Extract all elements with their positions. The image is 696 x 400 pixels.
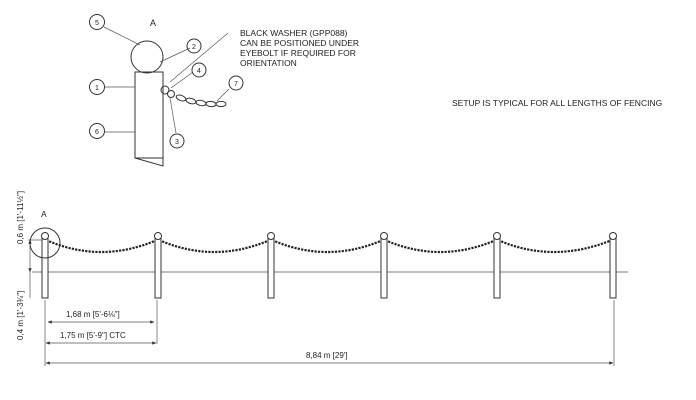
- detail-a: A 5 2 4 1: [89, 14, 359, 167]
- callout-bubble-7: [228, 75, 244, 91]
- detail-post-bottom: [134, 157, 164, 167]
- fence-post: [41, 232, 49, 299]
- callout-bubble-1: [89, 79, 105, 95]
- fence-post: [154, 232, 162, 299]
- callout-5: 5: [95, 20, 99, 27]
- callout-7: 7: [234, 81, 238, 88]
- fence-post: [267, 232, 275, 299]
- fence-post: [493, 232, 501, 299]
- detail-post: [134, 71, 164, 159]
- callout-bubble-6: [89, 123, 105, 139]
- height-dim: 0,6 m [1'-11½"]: [16, 191, 25, 244]
- posts: [41, 232, 617, 299]
- ctc-dim: 1,75 m [5'-9"] CTC: [60, 331, 126, 340]
- ground-dim: 0,4 m [1'-3¾"]: [16, 291, 25, 340]
- total-dim: 8,84 m [29']: [306, 351, 348, 360]
- washer-note-line-3: EYEBOLT IF REQUIRED FOR: [240, 48, 356, 58]
- setup-note: SETUP IS TYPICAL FOR ALL LENGTHS OF FENC…: [452, 98, 662, 108]
- chain-segments: [45, 238, 613, 254]
- callout-bubble-4: [191, 62, 207, 78]
- callout-2: 2: [192, 44, 196, 51]
- callout-bubble-5: [89, 14, 105, 30]
- detail-view-label: A: [150, 18, 156, 28]
- detail-post-cap: [130, 40, 164, 74]
- detail-washer: [160, 85, 170, 95]
- callout-6: 6: [95, 129, 99, 136]
- chain-segment-1: [45, 238, 158, 254]
- washer-note: BLACK WASHER (GPP088) CAN BE POSITIONED …: [240, 28, 359, 68]
- clear-span-dim: 1,68 m [5'-6⅛"]: [66, 310, 120, 319]
- fence-post: [609, 232, 617, 299]
- callout-4: 4: [197, 68, 201, 75]
- chain-segment-3: [271, 238, 384, 254]
- callout-bubble-3: [169, 133, 185, 149]
- chain-segment-5: [497, 238, 613, 254]
- washer-note-line-4: ORIENTATION: [240, 58, 297, 68]
- detail-chain: [175, 94, 227, 108]
- chain-segment-4: [384, 238, 497, 254]
- washer-note-line-1: BLACK WASHER (GPP088): [240, 28, 348, 38]
- washer-note-line-2: CAN BE POSITIONED UNDER: [240, 38, 359, 48]
- chain-segment-2: [158, 238, 271, 254]
- fence-elevation: A 0,6 m [1'-11½"] 0,4 m [1'-3¾"] 1,68 m …: [16, 191, 628, 366]
- detail-eyebolt: [167, 90, 175, 98]
- callout-1: 1: [95, 85, 99, 92]
- fence-post: [380, 232, 388, 299]
- callout-bubble-2: [186, 38, 202, 54]
- callout-3: 3: [175, 139, 179, 146]
- detail-a-marker: A: [41, 209, 47, 219]
